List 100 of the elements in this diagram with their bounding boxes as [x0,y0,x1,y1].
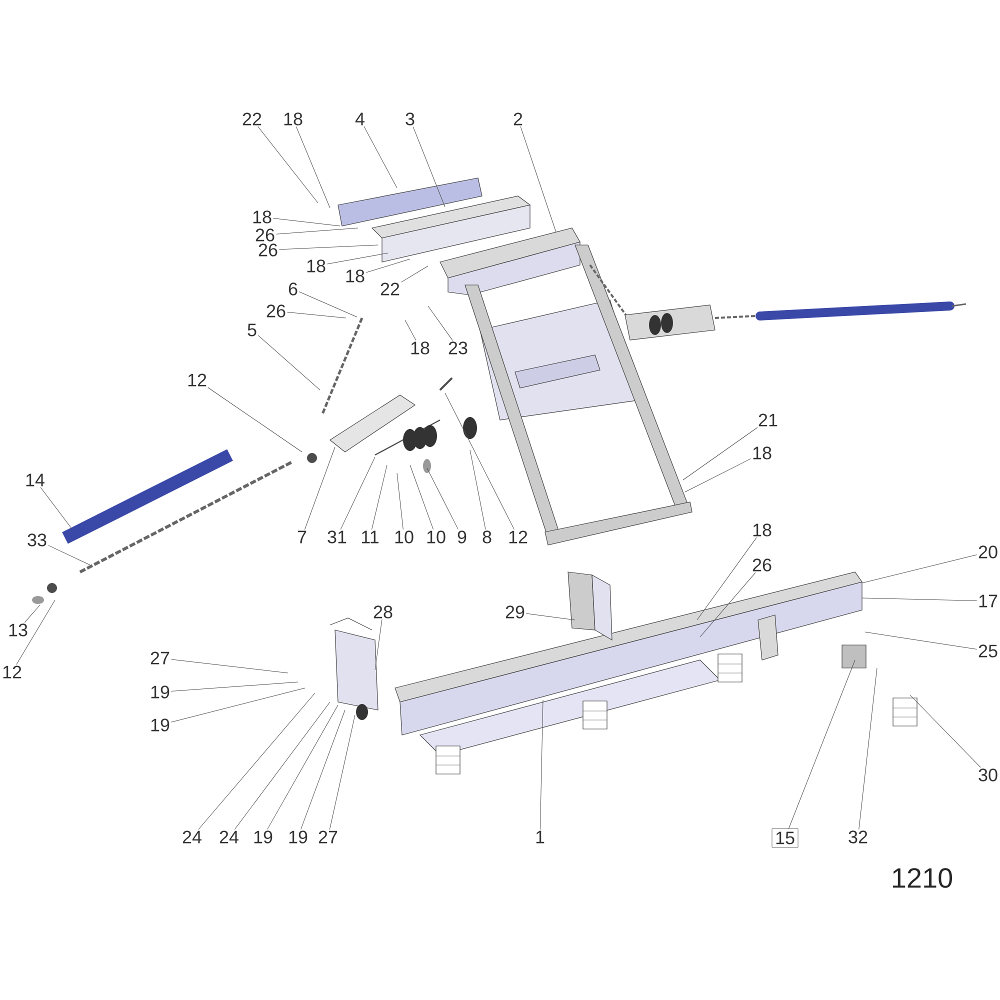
leader-line [296,126,330,208]
leader-line [428,306,453,341]
leader-line [276,228,358,234]
leader-line [526,613,576,620]
leader-line [198,692,316,830]
callout-number: 22 [380,282,400,296]
callout-number: 18 [284,112,302,126]
leader-line [40,487,72,530]
callout-number: 19 [254,830,272,844]
leader-line [858,668,878,830]
callout-number: 2 [514,112,522,126]
leader-line [682,427,758,480]
leader-line [696,537,757,620]
leader-line [862,598,978,601]
leader-line [410,464,434,530]
leader-line [540,700,544,830]
callout-number: 31 [328,530,346,544]
leader-line [329,714,356,830]
leader-line [326,252,388,264]
callout-number: 6 [288,282,298,296]
leader-line [412,126,446,208]
leader-line [426,468,458,530]
callout-number: 23 [448,342,468,354]
callout-number: 10 [427,530,446,544]
leader-line [400,266,428,282]
leader-line [700,572,756,638]
callout-number: 28 [374,606,392,618]
leader-line [684,458,752,492]
callout-number: 26 [752,558,772,572]
callout-number: 20 [978,546,998,558]
callout-number: 17 [979,594,998,608]
callout-number: 3 [406,112,414,126]
leader-line [234,702,330,830]
callout-number: 24 [182,830,202,844]
leader-line [258,335,320,390]
callout-number: 19 [151,686,170,698]
drawing-number: 1210 [893,868,952,888]
leader-line [304,446,336,530]
callout-number: 14 [26,474,44,486]
leader-line [267,704,338,830]
callout-number: 18 [346,270,364,282]
boxed-callout-number: 15 [772,828,798,848]
leader-line [364,126,398,188]
leader-line [372,464,388,530]
leader-line [272,218,340,226]
leader-line [298,291,358,318]
leader-line [864,632,978,650]
leader-line [374,619,382,670]
leader-line [170,682,298,692]
leader-line [258,126,318,204]
callout-number: 9 [458,530,466,544]
leader-line [170,659,288,674]
callout-number: 29 [506,606,524,618]
callout-number: 18 [753,524,772,536]
callout-number: 18 [753,446,772,460]
leader-line [300,710,346,830]
leader-line [470,450,486,530]
callout-number: 22 [242,112,262,126]
leader-line [396,472,404,530]
leader-line [24,604,40,623]
leader-line [286,312,346,318]
leader-line [48,545,90,566]
callout-number: 4 [355,112,364,126]
callout-number: 26 [258,244,278,256]
leader-line [208,387,302,452]
callout-number: 12 [188,374,206,386]
callout-number: 26 [256,228,274,242]
callout-number: 25 [978,644,998,658]
leader-line [910,694,981,768]
callout-number: 10 [395,530,414,544]
callout-number: 33 [28,534,46,546]
leader-line [788,660,856,829]
leader-line [366,258,410,273]
callout-number: 32 [848,830,868,844]
callout-number: 27 [318,830,338,844]
leader-line [170,688,306,722]
callout-number: 21 [758,414,778,426]
callout-number: 30 [978,768,998,782]
callout-number: 13 [9,624,28,636]
callout-number: 18 [411,342,430,354]
callout-number: 18 [307,260,326,272]
callout-number: 11 [362,530,378,544]
callout-number: 18 [253,210,272,224]
callout-number: 1 [536,830,544,844]
leader-line [862,554,978,584]
callout-number: 5 [248,324,256,336]
callout-number: 8 [482,530,492,544]
callout-number: 26 [266,304,286,318]
callout-number: 19 [151,718,170,732]
callout-number: 24 [220,830,238,844]
callout-number: 19 [289,830,308,844]
leader-line [16,600,56,665]
callout-number: 12 [509,530,528,544]
leader-line [404,320,416,341]
callout-number: 27 [150,652,170,664]
leader-line [278,244,378,250]
leader-line [340,456,376,530]
leader-line [444,392,514,530]
callout-number: 12 [3,666,22,678]
leader-line [520,126,556,232]
